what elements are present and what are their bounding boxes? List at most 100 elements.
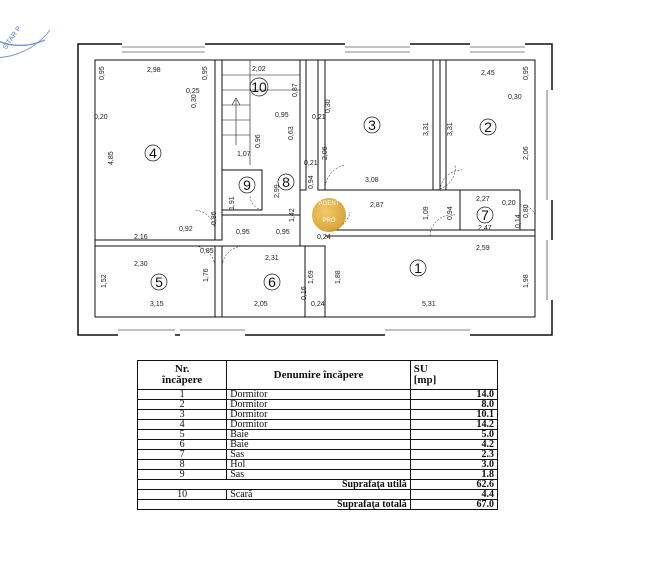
room-2-circle [479, 118, 497, 136]
logo-line2: PRO [322, 218, 336, 224]
dim-label: 5,31 [422, 301, 436, 308]
dim-label: 0,94 [308, 175, 315, 189]
dim-label: 0,92 [179, 226, 193, 233]
row-number: 3 [136, 409, 228, 420]
row-area: 10.1 [409, 409, 499, 420]
dim-label: 0,95 [202, 66, 209, 80]
useful-area-label: Suprafaţa utilă [137, 479, 411, 490]
dim-label: 0,16 [301, 286, 308, 300]
row-name: Hol [226, 459, 411, 470]
dim-label: 0,95 [99, 66, 106, 80]
dim-label: 0,80 [523, 204, 530, 218]
dim-label: 0,63 [288, 126, 295, 140]
dim-label: 3,31 [423, 122, 430, 136]
dim-label: 0,30 [325, 99, 332, 113]
useful-area-value: 62.6 [409, 479, 499, 490]
floor-plan: SITAR P [0, 25, 554, 337]
row-number: 5 [136, 429, 228, 440]
room-3-circle [363, 116, 381, 134]
room-9-label: 9 [243, 177, 251, 193]
staircase [222, 60, 300, 165]
header-room-number: Nr. încăpere [136, 360, 228, 390]
total-area-label: Suprafaţa totală [137, 499, 411, 510]
dim-label: 0,87 [292, 83, 299, 97]
room-table: Nr. încăpere Denumire încăpere SU [mp] 1… [136, 360, 499, 510]
row-area: 5.0 [409, 429, 499, 440]
room-1-circle [409, 259, 427, 277]
door-swings [194, 164, 536, 269]
dim-label: 2,98 [147, 67, 161, 74]
dim-label: 0,86 [211, 211, 218, 225]
row-area: 4.2 [409, 439, 499, 450]
row-name: Dormitor [226, 419, 411, 430]
row-area: 3.0 [409, 459, 499, 470]
row-area: 2.3 [409, 449, 499, 460]
dim-label: 1,42 [289, 208, 296, 222]
dim-label: 0,20 [94, 114, 108, 121]
room-labels: 1 2 3 4 5 6 7 8 9 10 [144, 77, 497, 291]
dim-label: 2,47 [478, 225, 492, 232]
dim-label: 1,09 [423, 206, 430, 220]
room-1-label: 1 [414, 260, 422, 276]
room-8-circle [277, 173, 295, 191]
room-6-circle [263, 273, 281, 291]
interior-walls [95, 59, 535, 318]
logo-line1: AGENT [318, 201, 340, 207]
room-6-label: 6 [268, 274, 276, 290]
room-3-label: 3 [368, 117, 376, 133]
dim-label: 3,15 [150, 301, 164, 308]
dim-label: 1,76 [203, 268, 210, 282]
room-4-label: 4 [149, 145, 157, 161]
row-number: 4 [136, 419, 228, 430]
dim-label: 0,20 [502, 200, 516, 207]
dim-label: 1,07 [237, 151, 251, 158]
dim-label: 2,31 [265, 255, 279, 262]
table-header-row: Nr. încăpere Denumire încăpere SU [mp] [136, 360, 499, 390]
room-10-circle [249, 77, 269, 97]
room-8-label: 8 [282, 174, 290, 190]
dim-label: 2,45 [481, 70, 495, 77]
dim-label: 2,02 [252, 66, 266, 73]
room-5-circle [150, 273, 168, 291]
row-number: 8 [136, 459, 228, 470]
row-area: 14.0 [409, 389, 499, 400]
outer-walls [77, 42, 554, 337]
row-number: 6 [136, 439, 228, 450]
row-number: 7 [136, 449, 228, 460]
total-area-value: 67.0 [409, 499, 499, 510]
dim-label: 0,14 [515, 214, 522, 228]
room-5-label: 5 [155, 274, 163, 290]
header-room-name: Denumire încăpere [226, 360, 411, 390]
dim-label: 2,59 [476, 245, 490, 252]
dim-label: 0,95 [523, 66, 530, 80]
dim-label: 2,06 [322, 146, 329, 160]
dim-label: 2,30 [134, 261, 148, 268]
dim-label: 0,21 [312, 114, 326, 121]
dim-label: 2,06 [523, 146, 530, 160]
header-area: SU [mp] [409, 360, 499, 390]
row-area: 8.0 [409, 399, 499, 410]
dim-label: 0,30 [191, 94, 198, 108]
row-name: Dormitor [226, 399, 411, 410]
dimension-labels: 2,98 2,02 2,45 4,85 0,95 0,25 0,20 0,30 … [94, 66, 530, 308]
dim-label: 0,95 [236, 229, 250, 236]
dim-label: 0,85 [200, 248, 214, 255]
dim-label: 1,52 [101, 274, 108, 288]
row-area: 14.2 [409, 419, 499, 430]
dim-label: 0,96 [255, 134, 262, 148]
row-number: 10 [136, 489, 228, 500]
dim-label: 4,85 [108, 151, 115, 165]
agent-logo: AGENT PRO [312, 198, 346, 232]
dim-label: 1,88 [335, 270, 342, 284]
room-2-label: 2 [484, 119, 492, 135]
